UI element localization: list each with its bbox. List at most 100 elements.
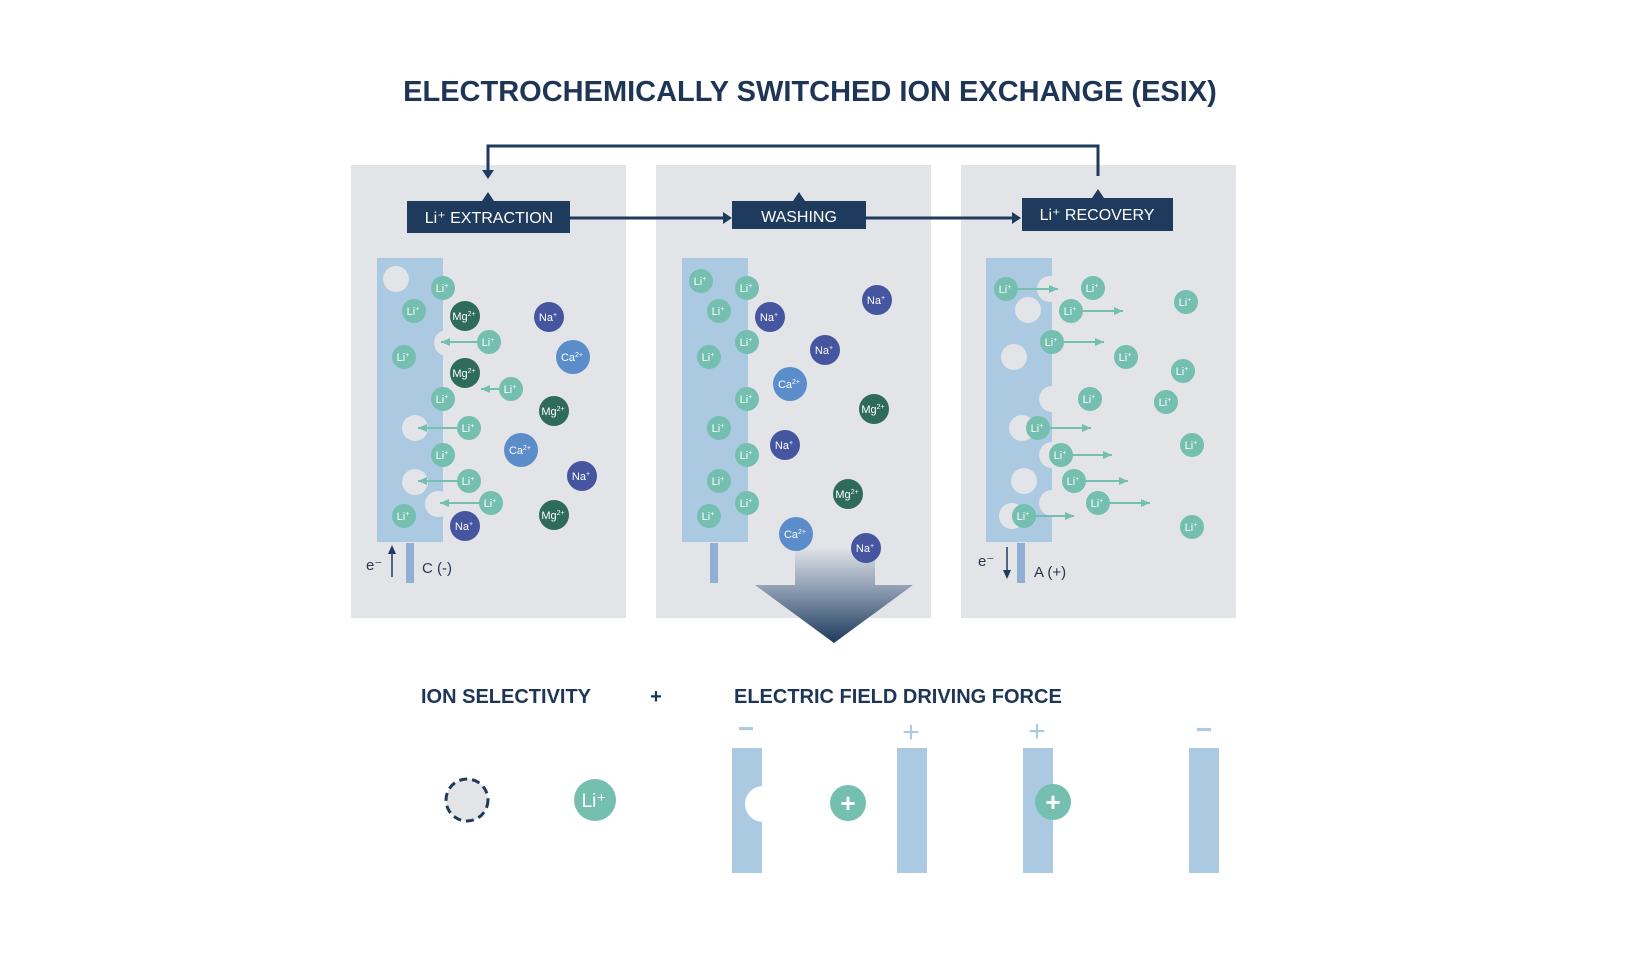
arrowhead-icon bbox=[418, 477, 427, 485]
ion-li: Li+ bbox=[735, 276, 759, 300]
ion-li: Li+ bbox=[707, 469, 731, 493]
ion-label: Li+ bbox=[694, 276, 707, 288]
ion-li: Li+ bbox=[440, 491, 503, 515]
arrowhead-icon bbox=[1141, 499, 1150, 507]
arrowhead-icon bbox=[1082, 424, 1091, 432]
ion-circle bbox=[450, 301, 480, 331]
electrode-stem-washing bbox=[710, 543, 718, 583]
ion-label: Li+ bbox=[407, 306, 420, 318]
ion-label: Mg2+ bbox=[835, 489, 858, 501]
ion-li: Li+ bbox=[735, 443, 759, 467]
ion-circle bbox=[1062, 469, 1086, 493]
ion-circle bbox=[431, 443, 455, 467]
ion-li: Li+ bbox=[707, 299, 731, 323]
ion-label: Li+ bbox=[740, 498, 753, 510]
ion-circle bbox=[402, 299, 426, 323]
ion-label: Na+ bbox=[760, 312, 778, 324]
ion-circle bbox=[457, 469, 481, 493]
ion-li: Li+ bbox=[1026, 416, 1091, 440]
ion-circle bbox=[1012, 504, 1036, 528]
ion-label: Li+ bbox=[1054, 450, 1067, 462]
ion-circle bbox=[779, 517, 813, 551]
arrowhead-icon bbox=[1065, 512, 1074, 520]
ion-circle bbox=[697, 504, 721, 528]
ion-label: Na+ bbox=[455, 521, 473, 533]
ion-mg: Mg2+ bbox=[450, 301, 480, 331]
ion-label: Li+ bbox=[397, 511, 410, 523]
ion-li: Li+ bbox=[431, 387, 455, 411]
ion-circle bbox=[479, 491, 503, 515]
ion-label: Li+ bbox=[482, 337, 495, 349]
ion-circle bbox=[689, 269, 713, 293]
arrow-down-icon bbox=[1003, 570, 1011, 579]
ion-label: Li+ bbox=[1179, 297, 1192, 309]
ion-label: Li+ bbox=[1067, 476, 1080, 488]
ion-label: Mg2+ bbox=[541, 510, 564, 522]
ion-label: Mg2+ bbox=[452, 368, 475, 380]
arrowhead-icon bbox=[418, 424, 427, 432]
ion-circle bbox=[392, 345, 416, 369]
ion-label: Li+ bbox=[740, 450, 753, 462]
ion-li: Li+ bbox=[1062, 469, 1128, 493]
stage-label-recovery: Li⁺ RECOVERY bbox=[1022, 189, 1173, 231]
ion-circle bbox=[1180, 515, 1204, 539]
electron-label: e⁻ bbox=[978, 553, 994, 570]
ion-li: Li+ bbox=[735, 330, 759, 354]
ion-li: Li+ bbox=[1171, 359, 1195, 383]
ion-li: Li+ bbox=[697, 345, 721, 369]
ion-ca: Ca2+ bbox=[773, 367, 807, 401]
ion-li: Li+ bbox=[1078, 387, 1102, 411]
ion-circle bbox=[697, 345, 721, 369]
ion-li: Li+ bbox=[441, 330, 501, 354]
ion-li: Li+ bbox=[431, 443, 455, 467]
ion-label: Mg2+ bbox=[452, 311, 475, 323]
ion-label: Ca2+ bbox=[509, 445, 531, 457]
ion-label: Li+ bbox=[740, 394, 753, 406]
ion-label: Li+ bbox=[1091, 498, 1104, 510]
electrode-name: A (+) bbox=[1034, 564, 1066, 581]
vacancy-site-icon bbox=[444, 777, 490, 823]
ion-li: Li+ bbox=[697, 504, 721, 528]
ion-label: Mg2+ bbox=[861, 404, 884, 416]
ion-label: Li+ bbox=[1185, 440, 1198, 452]
vacancy-site bbox=[425, 491, 451, 517]
field-electrode-positive-1: + bbox=[897, 716, 927, 873]
field-electrode-positive-2: + + bbox=[1023, 715, 1071, 873]
ion-circle bbox=[567, 461, 597, 491]
ion-circle bbox=[1078, 387, 1102, 411]
ion-label: Li+ bbox=[1017, 511, 1030, 523]
ion-ca: Ca2+ bbox=[504, 433, 538, 467]
ion-circle bbox=[707, 416, 731, 440]
ions-recovery: Li+Li+Li+Li+Li+Li+Li+Li+Li+Li+Li+Li+Li+L… bbox=[994, 276, 1204, 539]
electron-flow-extraction: e⁻ C (-) bbox=[366, 545, 452, 577]
ion-circle bbox=[1180, 433, 1204, 457]
ion-circle bbox=[851, 533, 881, 563]
ion-label: Ca2+ bbox=[784, 529, 806, 541]
ion-circle bbox=[735, 330, 759, 354]
ion-circle bbox=[735, 387, 759, 411]
electrode-stem-extraction bbox=[406, 543, 414, 583]
electrode-stem-recovery bbox=[1017, 543, 1025, 583]
ion-li: Li+ bbox=[1174, 290, 1198, 314]
ion-na: Na+ bbox=[862, 285, 892, 315]
ions-extraction: Li+Li+Mg2+Li+Li+Mg2+Li+Li+Li+Li+Li+Li+Li… bbox=[383, 266, 597, 541]
ion-circle bbox=[859, 394, 889, 424]
ion-circle bbox=[707, 469, 731, 493]
ion-circle bbox=[1059, 299, 1083, 323]
ion-li: Li+ bbox=[689, 269, 713, 293]
ion-circle bbox=[770, 430, 800, 460]
ion-circle bbox=[431, 387, 455, 411]
stage-label-text: WASHING bbox=[761, 209, 837, 226]
ion-label: Li+ bbox=[1159, 397, 1172, 409]
ion-label: Mg2+ bbox=[541, 406, 564, 418]
field-electrode-negative-1: − bbox=[732, 713, 781, 873]
ion-na: Na+ bbox=[770, 430, 800, 460]
ion-mg: Mg2+ bbox=[833, 479, 863, 509]
charge-symbol: + bbox=[840, 788, 855, 818]
ion-label: Li+ bbox=[1064, 306, 1077, 318]
wash-out-arrow bbox=[755, 547, 913, 643]
ion-circle bbox=[477, 330, 501, 354]
ion-label: Na+ bbox=[815, 345, 833, 357]
vacancy-site bbox=[1001, 344, 1027, 370]
ion-circle bbox=[539, 396, 569, 426]
